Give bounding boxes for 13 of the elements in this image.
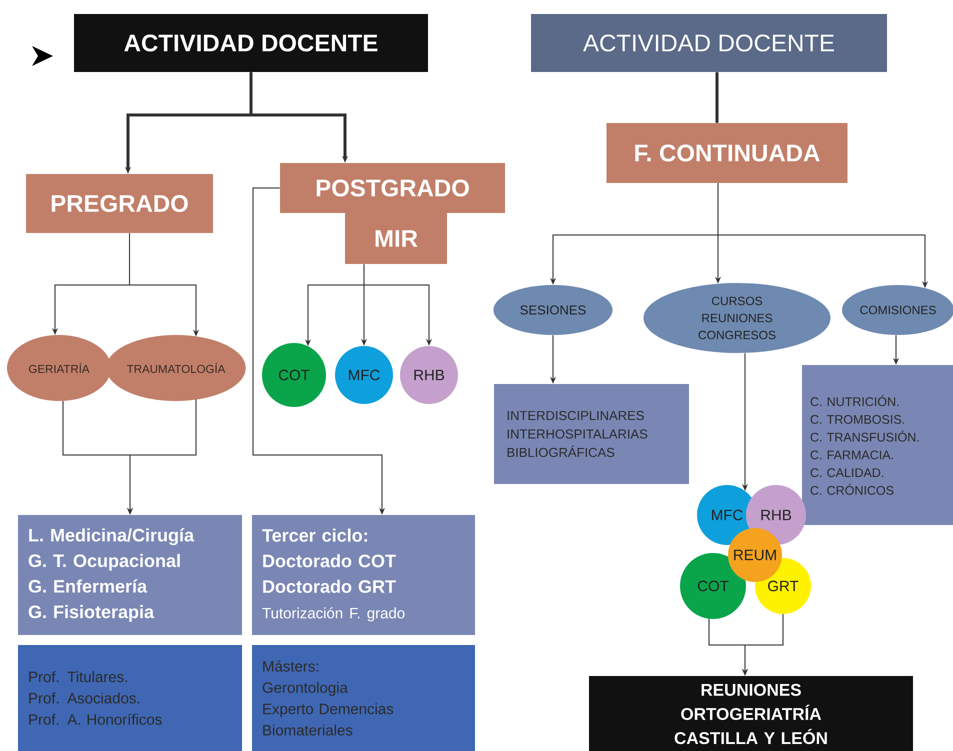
category-box: F. CONTINUADA bbox=[606, 123, 848, 183]
list-box: Tercer ciclo: Doctorado COT Doctorado GRT Tutorización F. grado bbox=[252, 515, 475, 635]
node-label: MIR bbox=[376, 230, 418, 247]
title-box: ACTIVIDAD DOCENTE bbox=[74, 14, 428, 72]
list-box: Prof. Titulares. Prof. Asociados. Prof. A. Honoríficos bbox=[18, 645, 242, 751]
list-box: C. NUTRICIÓN. C. TROMBOSIS. C. TRANSFUSIÓN. C. FARMACIA. C. CALIDAD. C. CRÓNICOS bbox=[802, 365, 953, 525]
list-box: Másters: Gerontologia Experto Demencias Biomateriales bbox=[252, 645, 475, 751]
category-box: PREGRADO bbox=[26, 174, 213, 233]
title-box: REUNIONES ORTOGERIATRÍA CASTILLA Y LEÓN bbox=[589, 676, 913, 751]
category-box: POSTGRADO MIR bbox=[280, 163, 505, 264]
list-box: L. Medicina/Cirugía G. T. Ocupacional G. Enfermería G. Fisioterapia bbox=[18, 515, 242, 635]
list-box: INTERDISCIPLINARES INTERHOSPITALARIAS BIBLIOGRÁFICAS bbox=[494, 384, 689, 484]
title-box: ACTIVIDAD DOCENTE bbox=[531, 14, 887, 72]
